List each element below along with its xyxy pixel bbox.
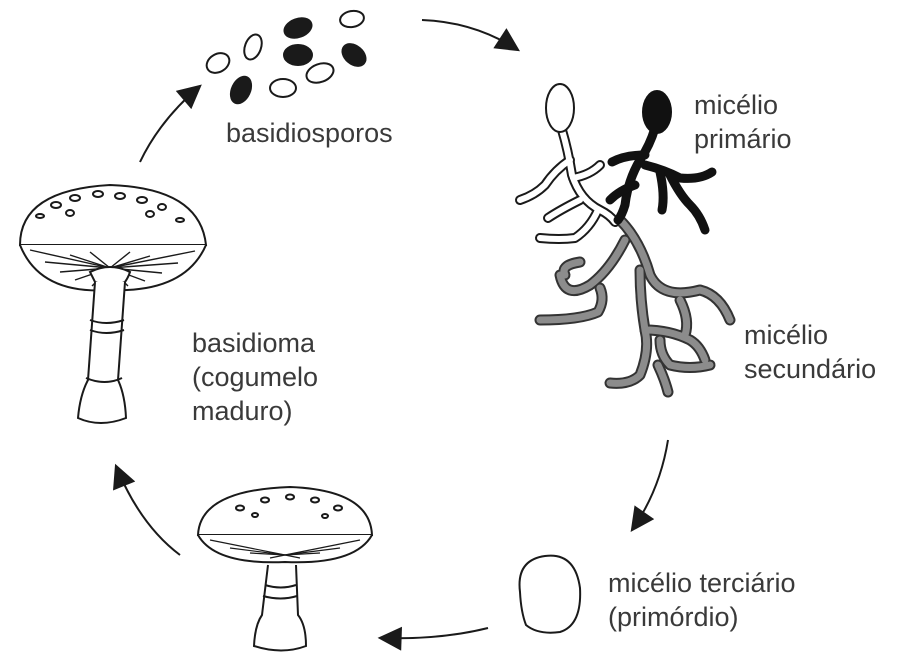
spore-light <box>304 60 336 86</box>
label-basidiocarp-line2: (cogumelo <box>192 360 318 394</box>
label-basidiocarp-line3: maduro) <box>192 394 318 428</box>
label-primary-mycelium: micélio primário <box>694 88 792 156</box>
arrow-mature-to-spores <box>140 86 200 162</box>
label-secondary-mycelium: micélio secundário <box>744 318 876 386</box>
label-tertiary-line2: (primórdio) <box>608 600 796 634</box>
label-primary-line2: primário <box>694 122 792 156</box>
spore-light <box>270 79 296 97</box>
label-tertiary-line1: micélio terciário <box>608 566 796 600</box>
spore-dark <box>338 40 369 71</box>
label-primary-line1: micélio <box>694 88 792 122</box>
primary-mycelium-light <box>520 84 615 239</box>
basidiospores-cluster <box>203 9 370 106</box>
label-basidiocarp-line1: basidioma <box>192 326 318 360</box>
spore-dark <box>284 45 312 65</box>
young-mushroom <box>198 487 372 651</box>
arrow-tertiary-to-young-mushroom <box>380 628 488 638</box>
dark-spore-germinating <box>642 90 672 134</box>
label-tertiary-mycelium: micélio terciário (primórdio) <box>608 566 796 634</box>
arrow-young-to-mature <box>116 466 180 555</box>
light-spore-germinating <box>546 84 574 132</box>
mature-mushroom <box>20 185 206 423</box>
secondary-mycelium <box>540 220 730 392</box>
primordium-blob <box>520 556 581 633</box>
label-secondary-line2: secundário <box>744 352 876 386</box>
spore-light <box>203 49 233 77</box>
arrow-secondary-to-tertiary <box>632 440 668 530</box>
spore-dark <box>227 74 255 107</box>
label-basidiospores: basidiosporos <box>226 116 393 150</box>
spore-dark <box>282 15 314 41</box>
label-secondary-line1: micélio <box>744 318 876 352</box>
arrow-spores-to-primary <box>422 20 518 50</box>
spore-light <box>241 32 265 62</box>
label-basidiocarp: basidioma (cogumelo maduro) <box>192 326 318 428</box>
spore-light <box>339 9 365 29</box>
